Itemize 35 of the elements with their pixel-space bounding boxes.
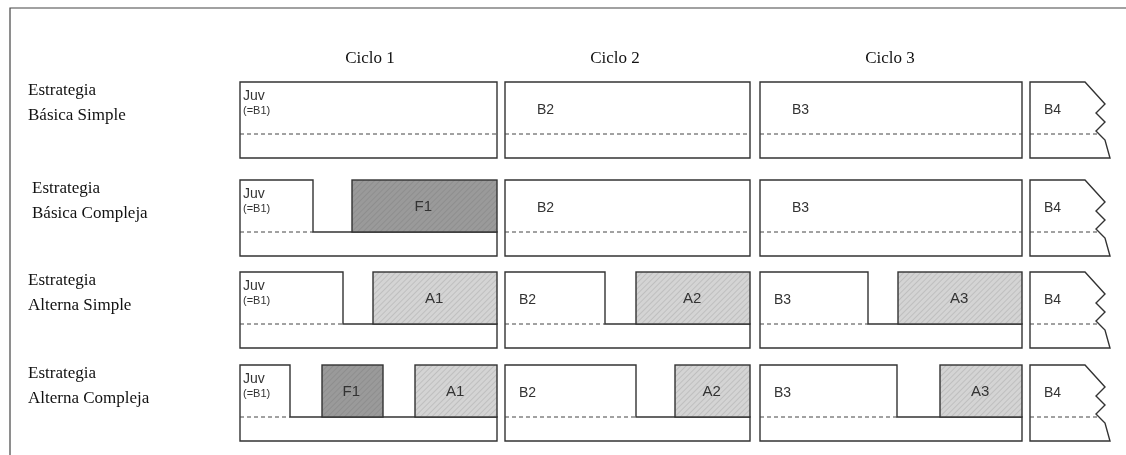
bar-label: A2: [702, 383, 721, 400]
bar-label: B2: [537, 102, 555, 118]
row-heading: Estrategia Básica Simple: [28, 79, 126, 126]
bar-label: B4: [1044, 385, 1062, 401]
bar-label: B2: [519, 385, 537, 401]
bar-label: A3: [950, 290, 969, 307]
bar-label: A1: [446, 383, 465, 400]
bar-label: B2: [519, 292, 537, 308]
column-heading: Ciclo 1: [345, 47, 395, 69]
bar-label: B3: [792, 200, 810, 216]
bar-label: B4: [1044, 292, 1062, 308]
bar-label: F1: [342, 383, 360, 400]
column-heading: Ciclo 2: [590, 47, 640, 69]
bar-label: B3: [774, 292, 792, 308]
bar-label: A3: [971, 383, 990, 400]
bar-label: (=B1): [243, 387, 271, 400]
bar-label: Juv: [243, 278, 265, 294]
row-heading: Estrategia Alterna Compleja: [28, 362, 150, 409]
bar-label: (=B1): [243, 202, 271, 215]
bar-label: Juv: [243, 186, 265, 202]
bar-label: A1: [425, 290, 444, 307]
bar-label: Juv: [243, 371, 265, 387]
bar-label: B4: [1044, 200, 1062, 216]
bar-label: B4: [1044, 102, 1062, 118]
column-heading: Ciclo 3: [865, 47, 915, 69]
bar-label: B3: [792, 102, 810, 118]
row-heading: Estrategia Alterna Simple: [28, 269, 132, 316]
bar-label: Juv: [243, 88, 265, 104]
bar-label: B3: [774, 385, 792, 401]
bar-label: F1: [414, 198, 432, 215]
bar-label: A2: [683, 290, 702, 307]
bar-label: B2: [537, 200, 555, 216]
bar-label: (=B1): [243, 294, 271, 307]
bar-label: (=B1): [243, 104, 271, 117]
row-heading: Estrategia Básica Compleja: [32, 177, 148, 224]
